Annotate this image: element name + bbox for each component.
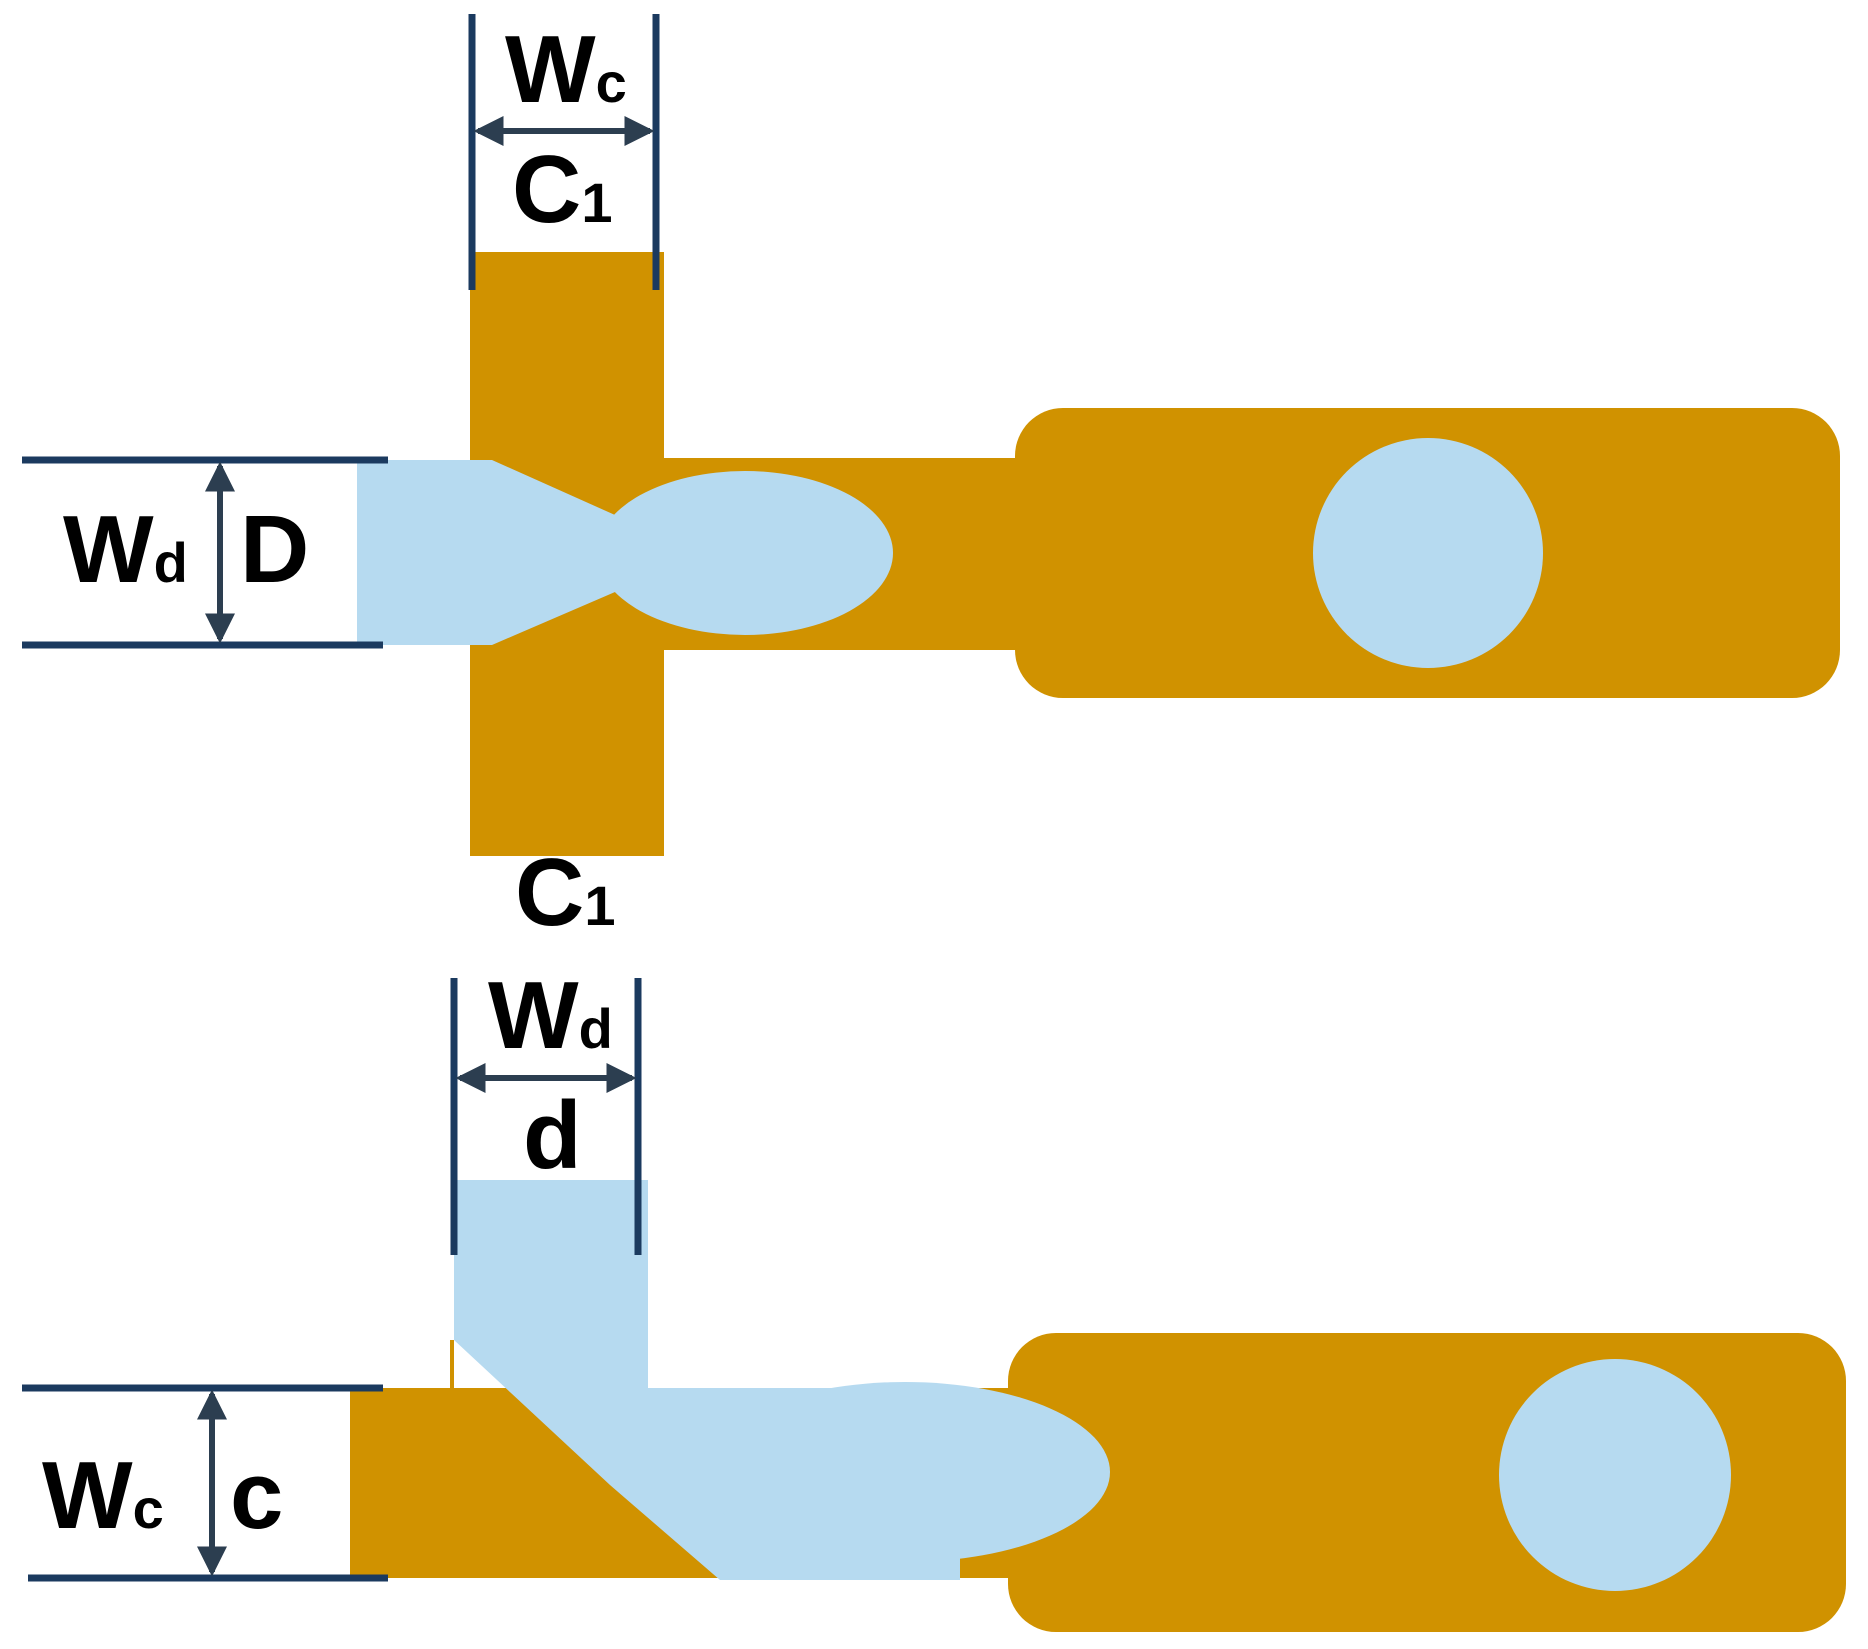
dispersed-inlet-fluid bbox=[357, 460, 615, 645]
continuous-width-label: Wc bbox=[505, 16, 627, 123]
continuous-inlet-label-bottom: C1 bbox=[515, 839, 615, 946]
droplet bbox=[1313, 438, 1543, 668]
dispersed-inlet-label: D bbox=[240, 496, 309, 603]
dispersed-phase-fluid bbox=[357, 438, 1543, 668]
dispersed-width-dimension-bottom: Wd bbox=[450, 962, 642, 1255]
continuous-width-dimension-bottom: Wc bbox=[22, 1384, 388, 1582]
cross-junction: Wc C1 C1 Wd D bbox=[22, 14, 1840, 946]
dispersed-channel-step bbox=[450, 1340, 454, 1388]
droplet-pinching bbox=[597, 471, 893, 635]
dispersed-width-label: Wd bbox=[488, 962, 613, 1069]
continuous-inlet-label-top: C1 bbox=[512, 136, 612, 243]
droplet-forming bbox=[700, 1382, 1110, 1562]
continuous-width-label: Wc bbox=[42, 1442, 164, 1549]
t-junction: Wd d Wc c bbox=[22, 962, 1846, 1632]
continuous-inlet-label: c bbox=[230, 1442, 283, 1549]
dispersed-inlet-label: d bbox=[523, 1082, 582, 1189]
dispersed-width-label: Wd bbox=[63, 496, 188, 603]
dispersed-width-dimension-top: Wd bbox=[22, 456, 388, 649]
dispersed-phase-fluid bbox=[450, 1180, 1731, 1591]
droplet bbox=[1499, 1359, 1731, 1591]
continuous-width-dimension-top: Wc bbox=[468, 14, 660, 290]
